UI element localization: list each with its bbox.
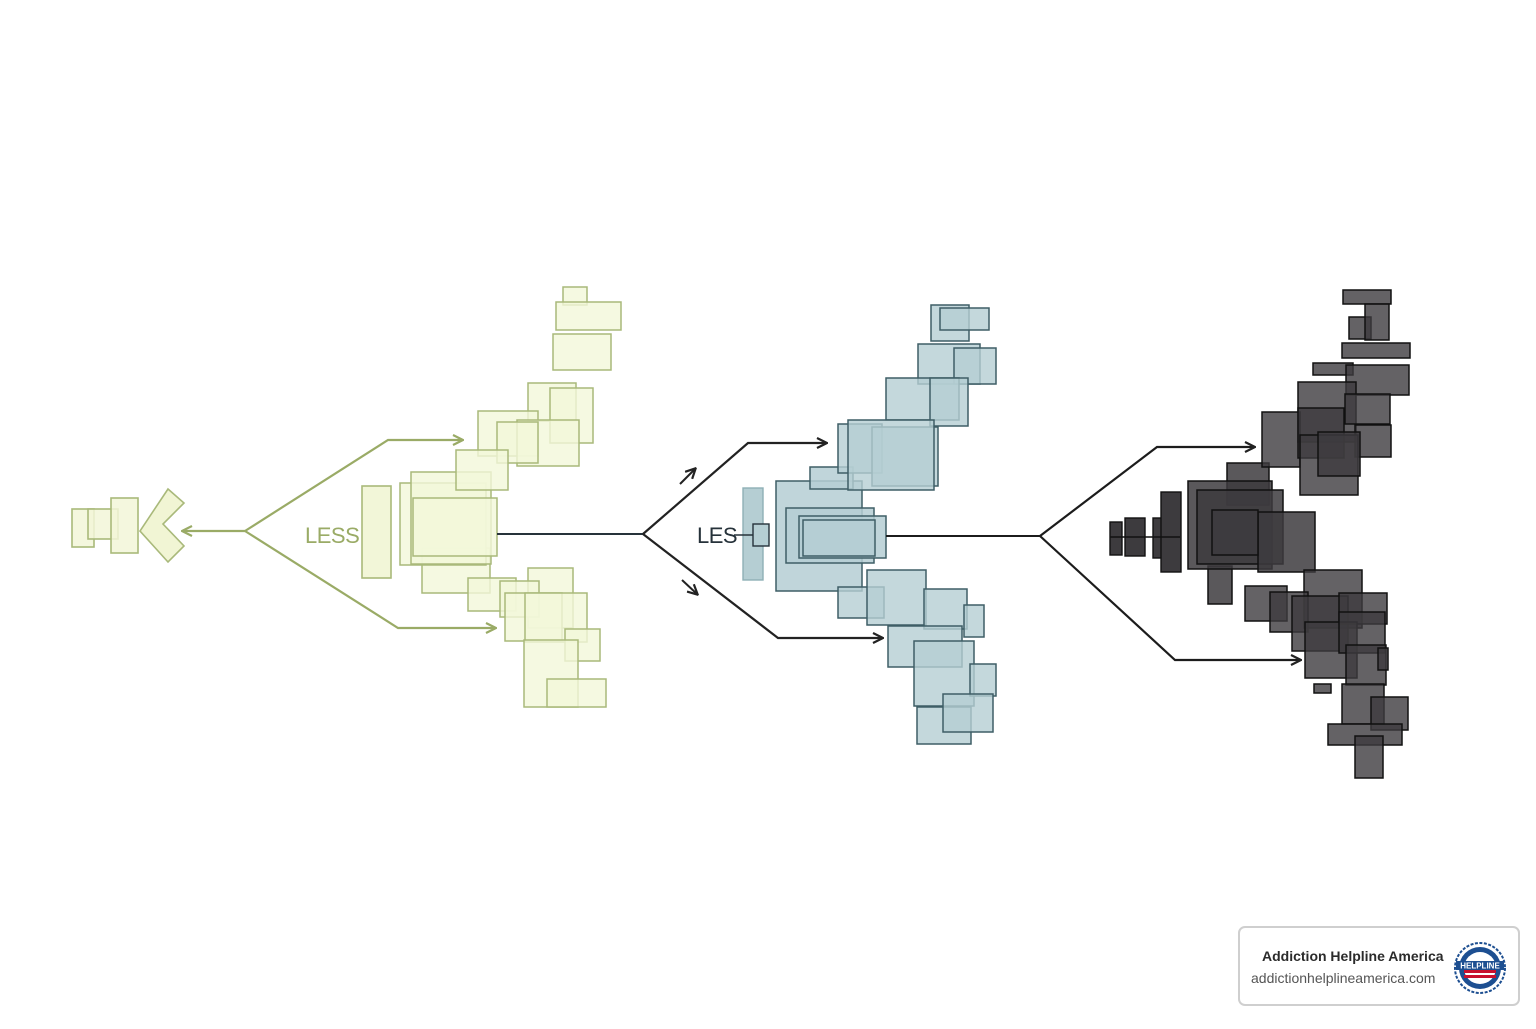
stage-2-branch-down xyxy=(642,533,882,638)
stage-1-label: LESS xyxy=(305,523,359,548)
stage-1-left-cluster xyxy=(71,487,186,564)
helpline-badge[interactable]: Addiction Helpline America addictionhelp… xyxy=(1238,926,1520,1006)
stage-2-lower-arm xyxy=(837,569,997,745)
helpline-seal-icon: HELPLINE xyxy=(1454,942,1506,994)
stage-1-lower-arm xyxy=(467,567,607,708)
stage-2-small-box xyxy=(752,523,770,547)
stage-1-center-cluster xyxy=(399,471,498,594)
stage-3-branch-down xyxy=(1039,535,1300,660)
stage-2-small-arrow-up xyxy=(679,469,695,485)
stage-3-branch-up xyxy=(1039,447,1254,537)
stage-2-group: LES xyxy=(642,304,997,745)
stage-3-lower-arm xyxy=(1244,569,1409,779)
stage-2-branch-up xyxy=(642,443,826,535)
stage-3-group xyxy=(1039,289,1411,779)
stage-3-center-cluster xyxy=(1187,462,1316,605)
stage-2-label: LES xyxy=(697,523,737,548)
badge-url[interactable]: addictionhelplineamerica.com xyxy=(1251,970,1436,986)
stage-2-upper-arm xyxy=(837,304,997,491)
stage-1-upper-arm xyxy=(455,286,622,491)
stage-1-bar xyxy=(361,485,392,579)
stage-1-group: LESS xyxy=(71,286,622,708)
stage-3-left-cluster xyxy=(1109,491,1182,573)
stage-3-upper-arm xyxy=(1261,289,1411,496)
stage-2-small-arrow-down xyxy=(681,579,697,594)
stage-1-branch-up xyxy=(244,440,462,532)
seal-text: HELPLINE xyxy=(1460,962,1500,971)
stage-1-branch-down xyxy=(244,530,495,628)
badge-title: Addiction Helpline America xyxy=(1262,948,1444,964)
